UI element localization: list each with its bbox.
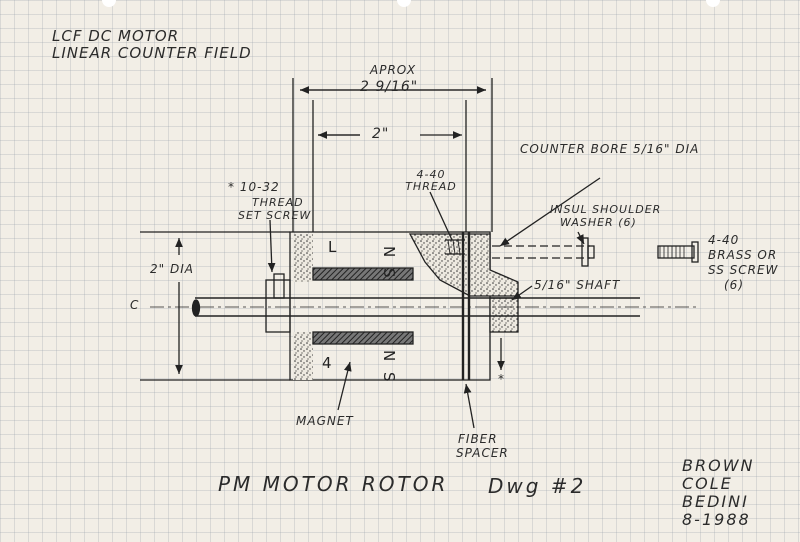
leader-shaft (511, 285, 533, 301)
setscrew-label-1: * 10-32 (228, 180, 280, 194)
counter-bore-label: COUNTER BORE 5/16" DIA (520, 142, 700, 156)
leader-thread (429, 191, 453, 241)
header-line-2: LINEAR COUNTER FIELD (52, 44, 252, 62)
setscrew-collar (265, 279, 291, 333)
shaft-end (191, 299, 201, 317)
washer-label-2: WASHER (6) (560, 216, 637, 229)
author-3: BEDINI (682, 492, 749, 511)
drawing-number: Dwg #2 (488, 474, 587, 498)
leader-counterbore (499, 177, 601, 247)
punch-hole (102, 0, 116, 7)
leader-setscrew (267, 219, 276, 273)
washer-label-1: INSUL SHOULDER (550, 203, 662, 216)
asterisk-label: * (498, 372, 505, 386)
mark-lower-left: 4 (322, 354, 332, 372)
screw-label-3: SS SCREW (708, 263, 779, 277)
right-collar (489, 297, 519, 333)
magnet-band-upper (312, 267, 414, 281)
setscrew-label-3: SET SCREW (238, 209, 312, 222)
screw-label-4: (6) (724, 278, 744, 292)
magnet-label: MAGNET (296, 414, 354, 428)
mark-lower-n: N (380, 350, 398, 361)
author-1: BROWN (682, 456, 755, 475)
mark-upper-n: N (380, 246, 398, 257)
dim-overall: 2 9/16" (360, 79, 419, 95)
mark-lower-s: S (380, 372, 398, 382)
mark-upper-left: L (328, 238, 337, 256)
leader-washer (576, 231, 585, 245)
dim-diameter: 2" DIA (150, 262, 194, 276)
setscrew-label-2: THREAD (252, 196, 304, 209)
dim-inner: 2" (372, 126, 390, 142)
drawing-title: PM MOTOR ROTOR (218, 472, 449, 496)
screw-label-1: 4-40 (708, 233, 740, 247)
fiber-label-2: SPACER (456, 446, 509, 460)
thread-label-top: 4-40 (416, 168, 446, 181)
punch-hole (706, 0, 720, 7)
dim-aprox: APROX (370, 63, 417, 77)
setscrew (273, 273, 285, 299)
drawing-date: 8-1988 (682, 510, 751, 529)
dim-shaft: 5/16" SHAFT (534, 278, 621, 292)
author-2: COLE (682, 474, 733, 493)
magnet-band-lower (312, 331, 414, 345)
thread-label-bottom: THREAD (405, 180, 457, 193)
mark-upper-s: S (380, 268, 398, 278)
header-line-1: LCF DC MOTOR (52, 27, 180, 45)
fiber-label-1: FIBER (458, 432, 498, 446)
leader-magnet (337, 361, 352, 411)
punch-hole (397, 0, 411, 7)
leader-fiber (463, 383, 475, 429)
centerline-label: C (130, 298, 140, 312)
screw-label-2: BRASS OR (708, 248, 778, 262)
